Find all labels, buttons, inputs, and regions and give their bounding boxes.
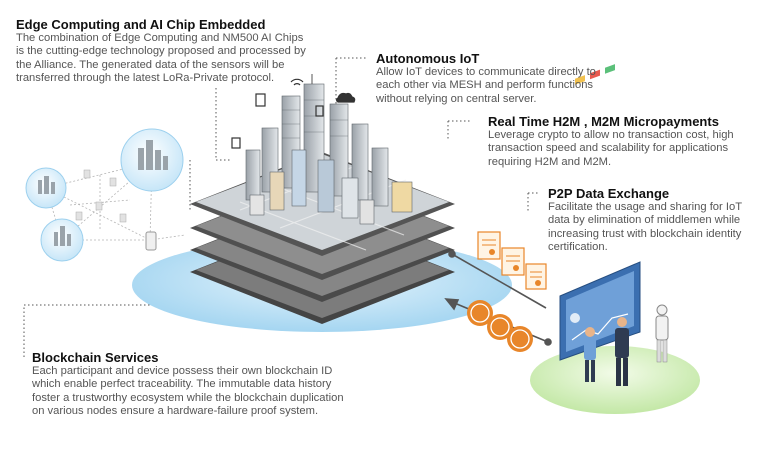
callout-title: Edge Computing and AI Chip Embedded — [16, 17, 266, 32]
callout-title: Blockchain Services — [32, 350, 159, 365]
callout-blockchain-services: Blockchain Services Each participant and… — [32, 350, 344, 419]
callout-title: Autonomous IoT — [376, 51, 480, 66]
business-person — [615, 317, 629, 386]
callout-title: P2P Data Exchange — [548, 186, 670, 201]
callout-title: Real Time H2M , M2M Micropayments — [488, 114, 719, 129]
p2p-base-ellipse — [530, 346, 700, 414]
callout-autonomous-iot: Autonomous IoT Allow IoT devices to comm… — [376, 51, 621, 106]
callout-edge-computing: Edge Computing and AI Chip Embedded The … — [16, 17, 306, 86]
wifi-icon — [290, 78, 304, 86]
callout-text: Facilitate the usage and sharing for IoT… — [548, 201, 742, 254]
device-icon — [231, 137, 241, 149]
gateway-device — [145, 231, 157, 251]
cloud-icon — [335, 92, 356, 103]
iot-device-icons — [231, 78, 356, 149]
callout-text: The combination of Edge Computing and NM… — [16, 32, 306, 85]
crypto-coins — [467, 300, 533, 352]
callout-text: Leverage crypto to allow no transaction … — [488, 129, 734, 168]
robot-figure — [655, 304, 669, 363]
callout-text: Allow IoT devices to communicate directl… — [376, 66, 596, 105]
certificate-documents — [477, 231, 547, 290]
mesh-network — [25, 128, 186, 262]
callout-connectors — [23, 57, 540, 357]
city-buildings — [245, 74, 413, 225]
device-icon — [315, 105, 324, 117]
callout-p2p-exchange: P2P Data Exchange Facilitate the usage a… — [548, 186, 748, 255]
callout-text: Each participant and device possess thei… — [32, 365, 344, 418]
device-icon — [255, 93, 266, 107]
callout-micropayments: Real Time H2M , M2M Micropayments Levera… — [488, 114, 756, 169]
business-person — [584, 327, 596, 382]
